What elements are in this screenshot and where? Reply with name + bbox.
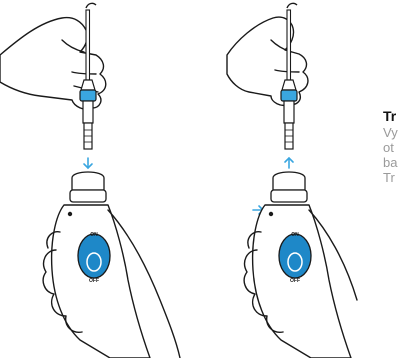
caption-line-3: ba: [383, 155, 400, 170]
tip-hook: [287, 3, 297, 8]
handpiece-head: [70, 172, 106, 202]
caption-block: Tr Vy ot ba Tr: [383, 108, 400, 185]
button-off-label: OFF: [89, 278, 99, 284]
arrow-down-icon: [84, 158, 92, 168]
lower-hand-illustration: [43, 205, 180, 358]
button-on-label: ON: [90, 232, 98, 238]
tip-wrench-body: [284, 101, 294, 123]
tip-shaft: [86, 10, 90, 80]
lower-hand-illustration: [244, 205, 357, 358]
caption-line-2: ot: [383, 140, 400, 155]
tip-blue-ring: [281, 90, 297, 101]
tip-cone: [282, 80, 296, 90]
button-off-label: OFF: [290, 278, 300, 284]
caption-title: Tr: [383, 108, 400, 125]
button-on-label: ON: [291, 232, 299, 238]
tip-blue-ring: [80, 90, 96, 101]
panel-remove-tip: ON OFF: [175, 0, 365, 358]
tip-shaft: [287, 10, 291, 80]
caption-line-1: Vy: [383, 125, 400, 140]
panel-insert-tip: ON OFF: [0, 0, 190, 358]
handpiece-head: [271, 172, 307, 202]
tip-wrench-body: [83, 101, 93, 123]
caption-line-4: Tr: [383, 170, 400, 185]
tip-cone: [81, 80, 95, 90]
tip-hook: [86, 3, 96, 8]
arrow-up-icon: [285, 158, 293, 168]
